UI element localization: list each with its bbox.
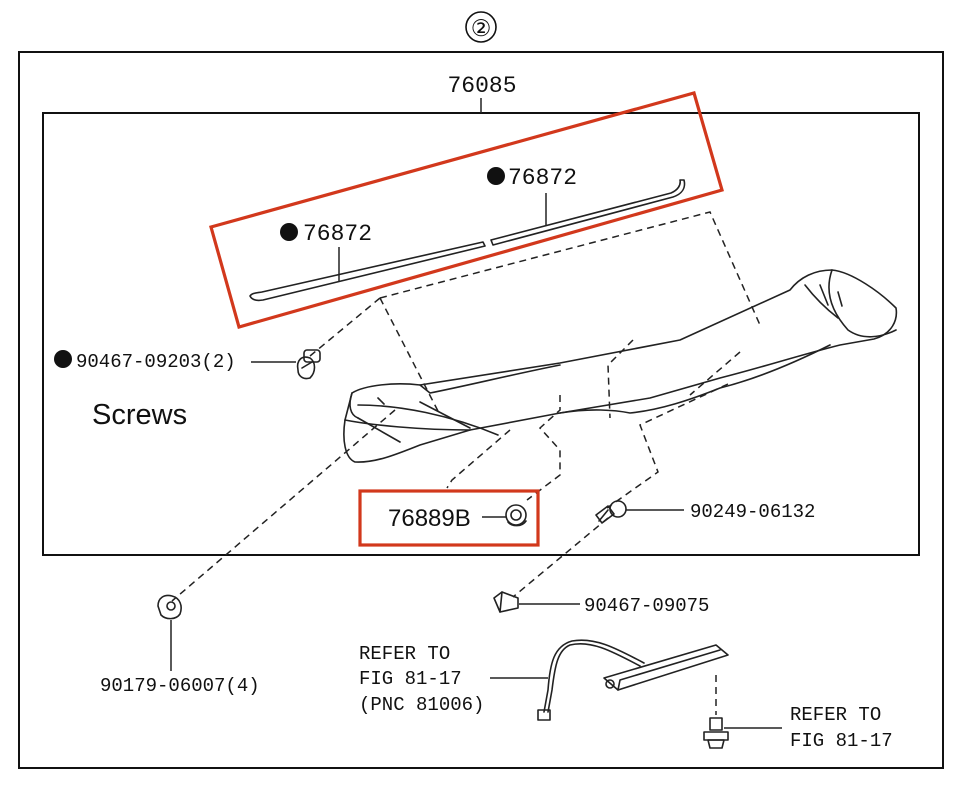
label-clip-mid: 90467-09075 xyxy=(584,595,709,617)
grommet-part xyxy=(505,504,527,527)
refer-lamp-line2: FIG 81-17 xyxy=(359,668,462,690)
assembly-dashed-lines xyxy=(171,211,761,715)
assembly-frame xyxy=(42,112,920,556)
label-protector-lower: 76872 xyxy=(303,221,372,247)
spoiler-body xyxy=(343,269,898,463)
screw-right-part xyxy=(595,500,627,524)
new-part-dot-lower xyxy=(280,223,298,241)
refer-bolt-line1: REFER TO xyxy=(790,704,881,726)
refer-bolt-line2: FIG 81-17 xyxy=(790,730,893,752)
label-nut-left: 90179-06007(4) xyxy=(100,675,260,697)
section-number: ② xyxy=(471,17,492,43)
new-part-dot-upper xyxy=(487,167,505,185)
highlight-protector-strips xyxy=(209,91,724,329)
highlight-grommet xyxy=(358,489,540,547)
new-part-dot-clip xyxy=(54,350,72,368)
refer-lamp-line3: (PNC 81006) xyxy=(359,694,484,716)
label-clip-screw: 90467-09203(2) xyxy=(76,351,236,373)
label-grommet: 76889B xyxy=(388,505,471,532)
bolt-part xyxy=(703,717,729,749)
outer-frame xyxy=(18,51,944,769)
label-protector-upper: 76872 xyxy=(508,165,577,191)
clip-mid-part xyxy=(493,591,519,613)
clip-screw-part xyxy=(296,349,321,380)
stop-lamp-part xyxy=(537,639,729,721)
label-screw-right: 90249-06132 xyxy=(690,501,815,523)
annotation-screws: Screws xyxy=(92,399,187,431)
assembly-part-number: 76085 xyxy=(447,73,516,99)
refer-lamp-line1: REFER TO xyxy=(359,643,450,665)
protector-strips xyxy=(249,179,686,302)
nut-left-part xyxy=(157,594,182,620)
section-number-circle xyxy=(465,11,497,43)
leader-lines xyxy=(170,193,782,729)
